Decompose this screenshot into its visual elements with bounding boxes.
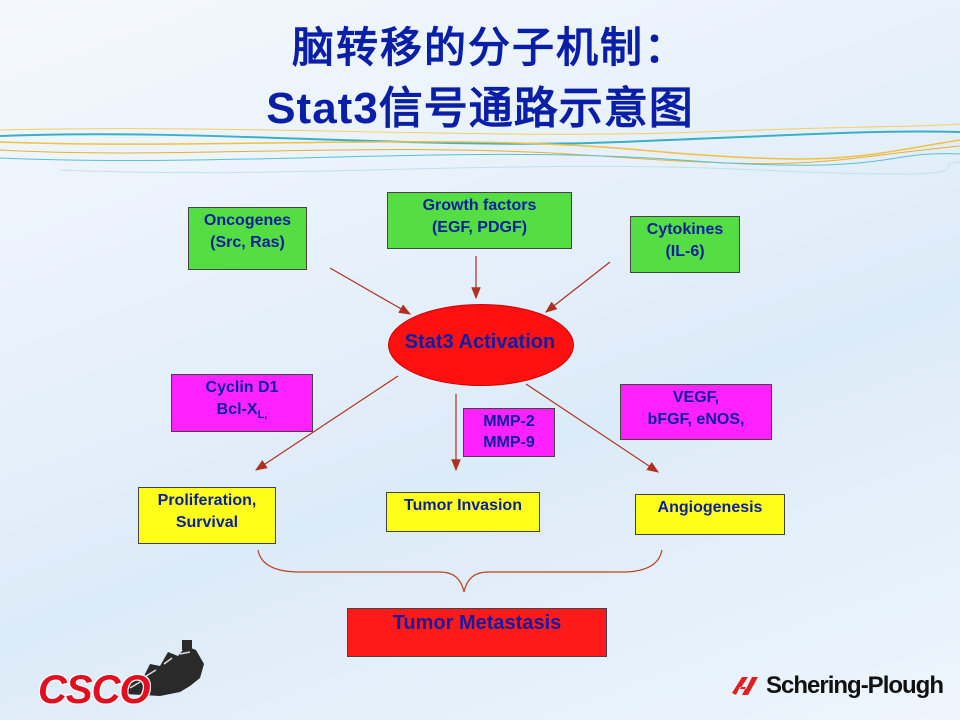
proliferation-line-2: Survival — [175, 514, 239, 531]
vegf-box: VEGF, bFGF, eNOS, — [620, 384, 772, 440]
mmp-box: MMP-2 MMP-9 — [463, 408, 555, 457]
cyclin-line-2: Bcl-XL, — [172, 399, 312, 426]
vegf-line-2: bFGF, eNOS, — [647, 411, 745, 428]
bcl-x-subscript: L, — [257, 409, 268, 422]
proliferation-line-1: Proliferation, — [157, 492, 257, 509]
mmp-line-2: MMP-9 — [483, 434, 535, 451]
schering-plough-mark-icon — [732, 677, 758, 695]
arrow-stat3-to-proliferation — [254, 375, 399, 471]
angiogenesis-label: Angiogenesis — [657, 499, 763, 516]
proliferation-box: Proliferation, Survival — [138, 487, 276, 544]
tumor-metastasis-box: Tumor Metastasis — [347, 608, 607, 657]
growth-factors-box: Growth factors (EGF, PDGF) — [387, 192, 572, 249]
bcl-x-text: Bcl-X — [216, 401, 258, 418]
cyclin-line-1: Cyclin D1 — [205, 379, 279, 396]
arrow-cytokines-to-stat3 — [545, 261, 611, 313]
growth-factors-line-1: Growth factors — [422, 197, 537, 214]
angiogenesis-box: Angiogenesis — [635, 494, 785, 535]
oncogenes-box: Oncogenes (Src, Ras) — [188, 207, 307, 270]
title-line-2: Stat3信号通路示意图 — [266, 84, 694, 133]
arrow-oncogenes-to-stat3 — [329, 267, 412, 315]
cytokines-line-1: Cytokines — [646, 221, 724, 238]
tumor-invasion-label: Tumor Invasion — [404, 497, 522, 514]
brace — [257, 549, 663, 593]
arrow-stat3-to-angiogenesis — [525, 383, 659, 473]
cytokines-line-2: (IL-6) — [665, 243, 705, 260]
stat3-ellipse — [388, 304, 574, 386]
csco-logo-text: CSCO — [38, 668, 151, 712]
great-wall-icon — [124, 640, 204, 696]
cytokines-box: Cytokines (IL-6) — [630, 216, 740, 273]
cyclin-box: Cyclin D1 Bcl-XL, — [171, 374, 313, 432]
tumor-metastasis-label: Tumor Metastasis — [392, 612, 562, 634]
vegf-line-1: VEGF, — [672, 389, 720, 406]
schering-plough-logo: Schering-Plough — [730, 672, 944, 700]
stat3-label: Stat3 Activation — [404, 331, 556, 353]
schering-plough-text: Schering-Plough — [766, 672, 944, 699]
oncogenes-line-2: (Src, Ras) — [210, 234, 285, 251]
oncogenes-line-1: Oncogenes — [203, 212, 292, 229]
growth-factors-line-2: (EGF, PDGF) — [431, 219, 528, 236]
mmp-line-1: MMP-2 — [483, 413, 535, 430]
tumor-invasion-box: Tumor Invasion — [386, 492, 540, 532]
title-line-1: 脑转移的分子机制： — [291, 24, 688, 71]
